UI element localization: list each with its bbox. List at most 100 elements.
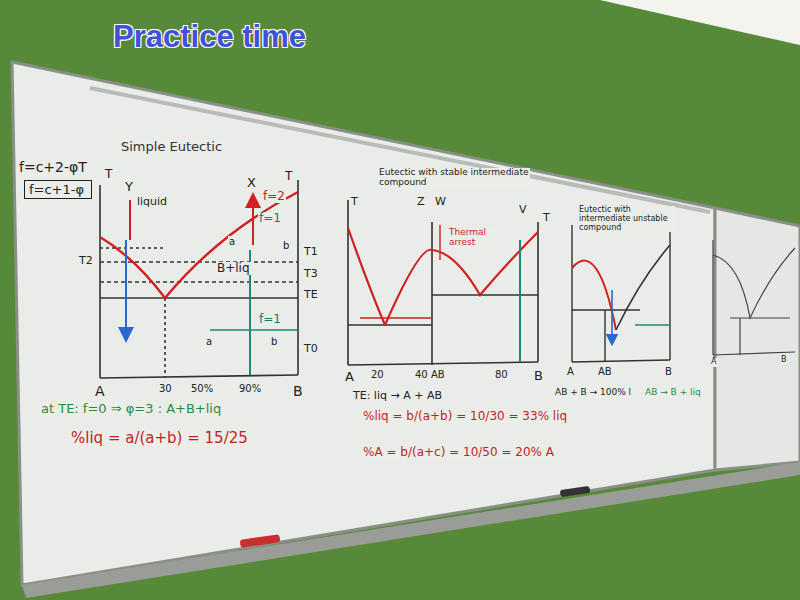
board-label: Z [416, 196, 426, 208]
page-title: Practice time [112, 20, 307, 54]
tie-line [100, 281, 298, 283]
eutectic-line [100, 297, 298, 299]
board-rail [90, 88, 710, 212]
whiteboard [12, 62, 715, 585]
tie-line [100, 247, 165, 249]
eutectic-line [730, 317, 790, 318]
board-label: B [664, 366, 673, 377]
board-label: T0 [303, 343, 319, 355]
liquidus [348, 228, 385, 325]
marker-tray [22, 462, 800, 598]
tie-line [635, 324, 670, 326]
panel-four [713, 240, 795, 355]
panel-stable-compound [348, 200, 538, 365]
board-label: T [284, 170, 293, 183]
boxed-formula: f=c+1-φ [24, 180, 92, 199]
tie-line [210, 329, 298, 330]
formula-text: f=c+1-φ [29, 182, 87, 197]
board-label: B [780, 356, 788, 365]
board-label: 30 [158, 383, 173, 394]
compound-line [739, 318, 740, 355]
board-label: X [246, 176, 257, 190]
board-label: W [434, 196, 447, 208]
board-label: Eutectic with stable intermediate compou… [378, 168, 530, 188]
board-label: %A = b/(a+c) = 10/50 = 20% A [362, 446, 555, 459]
board-label: T [104, 168, 113, 181]
board-label: T [542, 212, 551, 224]
board-label: A [566, 366, 575, 377]
board-label: 50% [190, 383, 214, 394]
eutectic-line [432, 294, 538, 296]
board-label: a [205, 336, 213, 347]
cooling-path [129, 200, 131, 240]
board-label: %liq = b/(a+b) = 10/30 = 33% liq [362, 410, 568, 423]
board-label: Simple Eutectic [120, 140, 223, 154]
board-label: Y [124, 180, 134, 194]
board-label: at TE: f=0 ⇒ φ=3 : A+B+liq [40, 402, 222, 416]
tie-line [360, 317, 432, 318]
board-label: A [94, 384, 106, 399]
axis [712, 240, 713, 355]
board-label: Eutectic with intermediate unstable comp… [578, 206, 675, 232]
board-label: A [710, 358, 717, 367]
board-label: b [270, 336, 278, 347]
board-label: AB [597, 366, 613, 377]
board-label: B [292, 384, 304, 399]
board-label: liquid [136, 196, 168, 208]
ceiling [600, 0, 800, 45]
board-label: f=1 [258, 212, 282, 225]
eutectic-line [348, 324, 432, 326]
board-label: a [228, 236, 236, 247]
board-label: T2 [78, 255, 94, 267]
board-label: %liq = a/(a+b) = 15/25 [70, 430, 249, 447]
axis [297, 180, 299, 375]
whiteboard-right [715, 208, 800, 470]
board-label: T1 [303, 246, 319, 258]
board-label: TE [303, 289, 319, 301]
board-label: 20 [370, 369, 385, 380]
board-label: B [533, 369, 544, 383]
compound-line [431, 222, 433, 365]
axis [348, 362, 538, 365]
guide-line [164, 298, 166, 378]
board-label: 40 AB [414, 369, 446, 380]
board-label: TE: liq → A + AB [352, 390, 443, 402]
board-label: b [282, 240, 290, 251]
board-label: V [518, 204, 528, 216]
cooling-arrow [252, 200, 254, 245]
axis [100, 375, 298, 378]
board-label: AB → B + liq [644, 388, 702, 398]
panel-simple-eutectic [100, 180, 298, 378]
axis [669, 232, 670, 360]
axis [713, 352, 795, 355]
panel-unstable-compound [572, 225, 670, 362]
board-label: T3 [303, 268, 319, 280]
board-label: T [350, 196, 359, 208]
liquidus [616, 245, 670, 330]
liquidus [572, 261, 616, 330]
board-label: A [344, 370, 355, 384]
liquidus [713, 248, 795, 318]
compound-line [604, 310, 605, 362]
board-label: Thermal arrest [448, 228, 498, 248]
marker-pen [560, 486, 591, 497]
board-label: B+liq [216, 262, 251, 275]
composition-line [519, 240, 521, 362]
board-label: f=c+2-φT [18, 160, 88, 175]
axis [347, 200, 349, 365]
cooling-arrow [611, 290, 613, 340]
board-label: 80 [494, 369, 509, 380]
axis [571, 225, 572, 362]
cooling-path [439, 225, 440, 260]
liquidus [100, 192, 298, 298]
marker-pen [240, 534, 281, 547]
board-label: AB + B → 100% l [554, 388, 632, 398]
cooling-arrow [125, 240, 127, 335]
board-label: f=1 [258, 313, 282, 326]
board-label: f=2 [262, 190, 286, 203]
peritectic-line [572, 309, 640, 310]
axis [572, 360, 670, 362]
